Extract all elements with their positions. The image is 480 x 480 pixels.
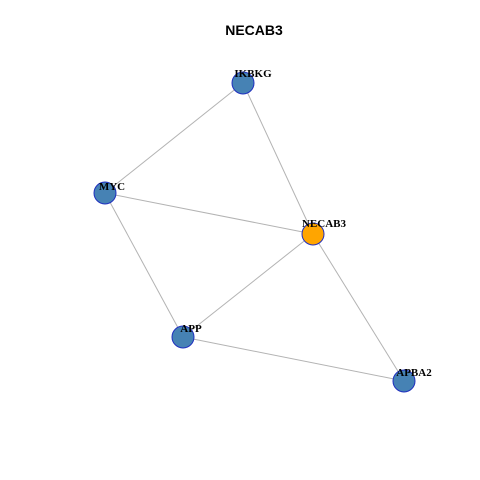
node-label-necab3: NECAB3 (302, 218, 347, 230)
node-app[interactable] (171, 325, 195, 349)
edge-app-apba2 (182, 336, 405, 382)
node-myc[interactable] (93, 181, 117, 205)
edge-myc-app (104, 192, 184, 338)
edge-necab3-app (182, 233, 314, 338)
node-apba2[interactable] (392, 369, 416, 393)
nodes-layer (93, 71, 416, 393)
graph-title: NECAB3 (225, 22, 283, 38)
node-label-myc: MYC (99, 181, 125, 193)
node-label-apba2: APBA2 (396, 367, 432, 379)
node-label-app: APP (180, 323, 202, 335)
edge-necab3-apba2 (312, 233, 405, 382)
node-ikbkg[interactable] (231, 71, 255, 95)
node-label-ikbkg: IKBKG (234, 68, 272, 80)
edge-ikbkg-myc (104, 82, 244, 194)
edges-layer (104, 82, 405, 382)
node-necab3[interactable] (301, 222, 325, 246)
edge-myc-necab3 (104, 192, 314, 235)
edge-ikbkg-necab3 (242, 82, 314, 235)
